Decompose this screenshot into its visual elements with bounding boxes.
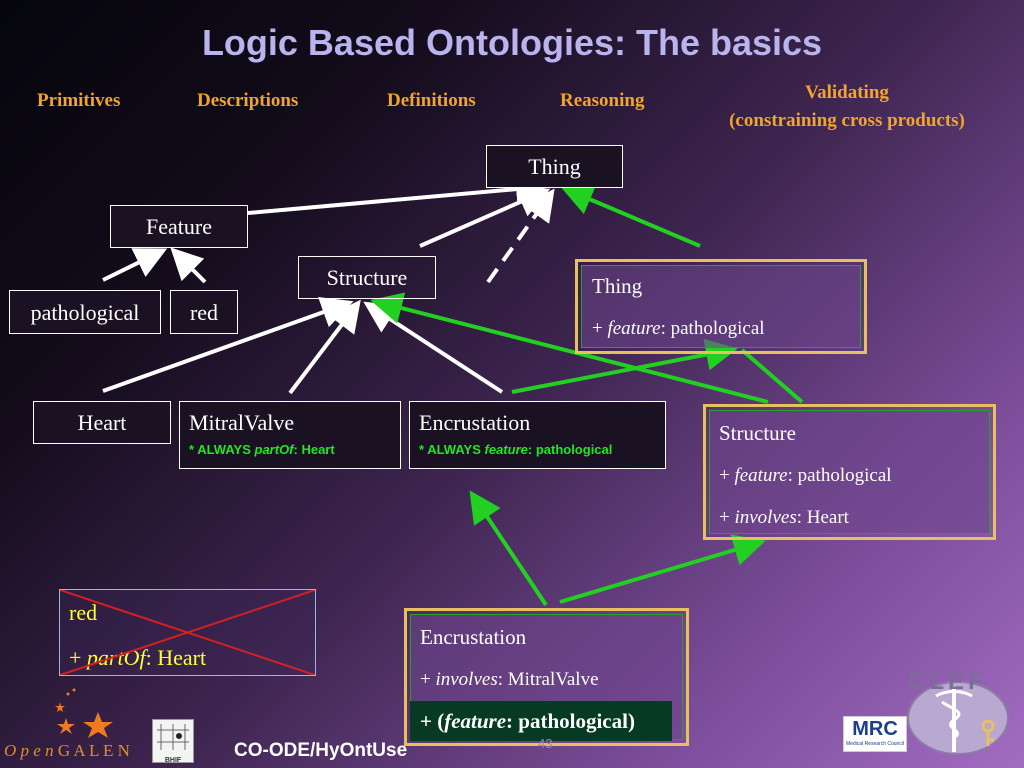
clef-caduceus-icon xyxy=(907,681,1009,755)
node-mitralvalve: MitralValve * ALWAYS partOf: Heart xyxy=(179,401,401,469)
structure-box-involves: + involves: Heart xyxy=(719,507,849,528)
bhif-grid-icon xyxy=(157,724,189,750)
crossed-box-red: red xyxy=(69,600,98,625)
encrustation-box-title: Encrustation xyxy=(420,625,527,649)
node-feature: Feature xyxy=(110,205,248,248)
green-arrow-structbox-structure xyxy=(370,292,769,404)
header-validating-sub: (constraining cross products) xyxy=(729,110,965,131)
page-title: Logic Based Ontologies: The basics xyxy=(201,22,823,63)
mitralvalve-restriction: * ALWAYS partOf: Heart xyxy=(189,442,335,457)
mrc-logo-subtext: Medical Research Council xyxy=(845,741,905,747)
header-descriptions: Descriptions xyxy=(197,90,299,111)
arrow-feature-thing xyxy=(247,173,548,215)
green-arrow-encrbox-structbox xyxy=(559,534,766,604)
header-definitions: Definitions xyxy=(387,90,476,111)
node-pathological: pathological xyxy=(9,290,161,334)
thing-box-title: Thing xyxy=(592,274,643,298)
arrow-pathological-feature xyxy=(102,248,168,282)
node-thing: Thing xyxy=(486,145,623,188)
encrustation-definition-box: Encrustation + involves: MitralValve + (… xyxy=(404,608,689,746)
arrow-dashed-thing xyxy=(486,188,555,284)
mrc-logo: MRC Medical Research Council xyxy=(843,716,907,752)
header-validating: Validating xyxy=(805,82,889,103)
encrustation-restriction: * ALWAYS feature: pathological xyxy=(419,442,613,457)
arrow-heart-structure xyxy=(102,297,354,393)
arrow-structure-thing xyxy=(419,186,551,248)
node-red: red xyxy=(170,290,238,334)
structure-box-feature: + feature: pathological xyxy=(719,465,892,486)
encrustation-label: Encrustation xyxy=(419,410,531,435)
opengalen-stars-icon xyxy=(55,688,113,738)
thing-box-feature: + feature: pathological xyxy=(592,318,765,339)
node-encrustation: Encrustation * ALWAYS feature: pathologi… xyxy=(409,401,666,469)
green-arrow-encr-thingbox xyxy=(511,338,738,394)
bhif-logo: BHIF xyxy=(152,719,194,764)
header-primitives: Primitives xyxy=(37,90,121,111)
mrc-logo-text: MRC xyxy=(852,718,898,740)
thing-reasoning-box: Thing + feature: pathological xyxy=(575,259,867,354)
structure-box-title: Structure xyxy=(719,421,796,445)
header-reasoning: Reasoning xyxy=(560,90,645,111)
bhif-label: BHIF xyxy=(164,757,182,764)
node-heart: Heart xyxy=(33,401,171,444)
green-line-structbox-thingbox xyxy=(740,348,804,404)
structure-reasoning-box: Structure + feature: pathological + invo… xyxy=(703,404,996,540)
footer-project: CO-ODE/HyOntUse xyxy=(234,740,408,761)
opengalen-logo-text: O p e n G A L E N xyxy=(4,741,130,760)
green-arrow-thingbox-thing xyxy=(560,184,701,248)
encrustation-box-involves: + involves: MitralValve xyxy=(420,669,599,690)
arrow-mitralvalve-structure xyxy=(288,299,361,395)
mitralvalve-label: MitralValve xyxy=(189,410,295,435)
clef-logo-text: CLEF xyxy=(908,668,987,695)
node-structure: Structure xyxy=(298,256,436,299)
cross-out-lines xyxy=(60,590,315,675)
arrow-red-feature xyxy=(170,247,207,284)
page-number: 43 xyxy=(538,736,553,751)
crossed-out-box: red + partOf: Heart xyxy=(59,589,316,676)
green-arrow-encrbox-encrustation xyxy=(469,490,548,607)
encrustation-box-feature-highlight: + (feature: pathological) xyxy=(410,701,672,741)
